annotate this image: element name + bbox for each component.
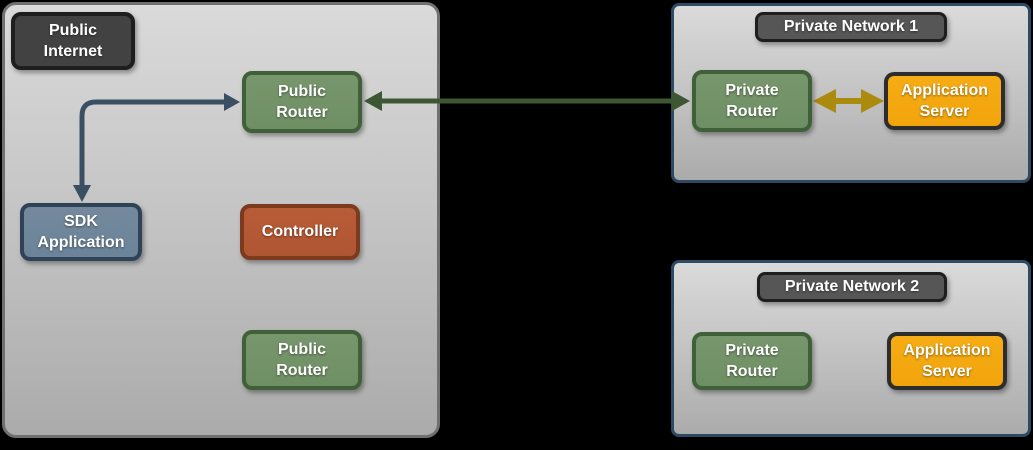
node-application-server-1: Application Server — [884, 72, 1005, 130]
node-public-router-bottom: Public Router — [242, 330, 362, 390]
node-public-router-top: Public Router — [242, 71, 362, 133]
public-internet-label: Public Internet — [11, 12, 135, 70]
node-application-server-2: Application Server — [887, 332, 1007, 390]
node-private-router-2: Private Router — [692, 332, 812, 390]
private-network-1-label: Private Network 1 — [755, 12, 947, 42]
node-controller: Controller — [240, 204, 360, 260]
node-private-router-1: Private Router — [692, 70, 812, 132]
private-network-2-label: Private Network 2 — [757, 272, 947, 302]
node-sdk-application: SDK Application — [20, 203, 142, 261]
